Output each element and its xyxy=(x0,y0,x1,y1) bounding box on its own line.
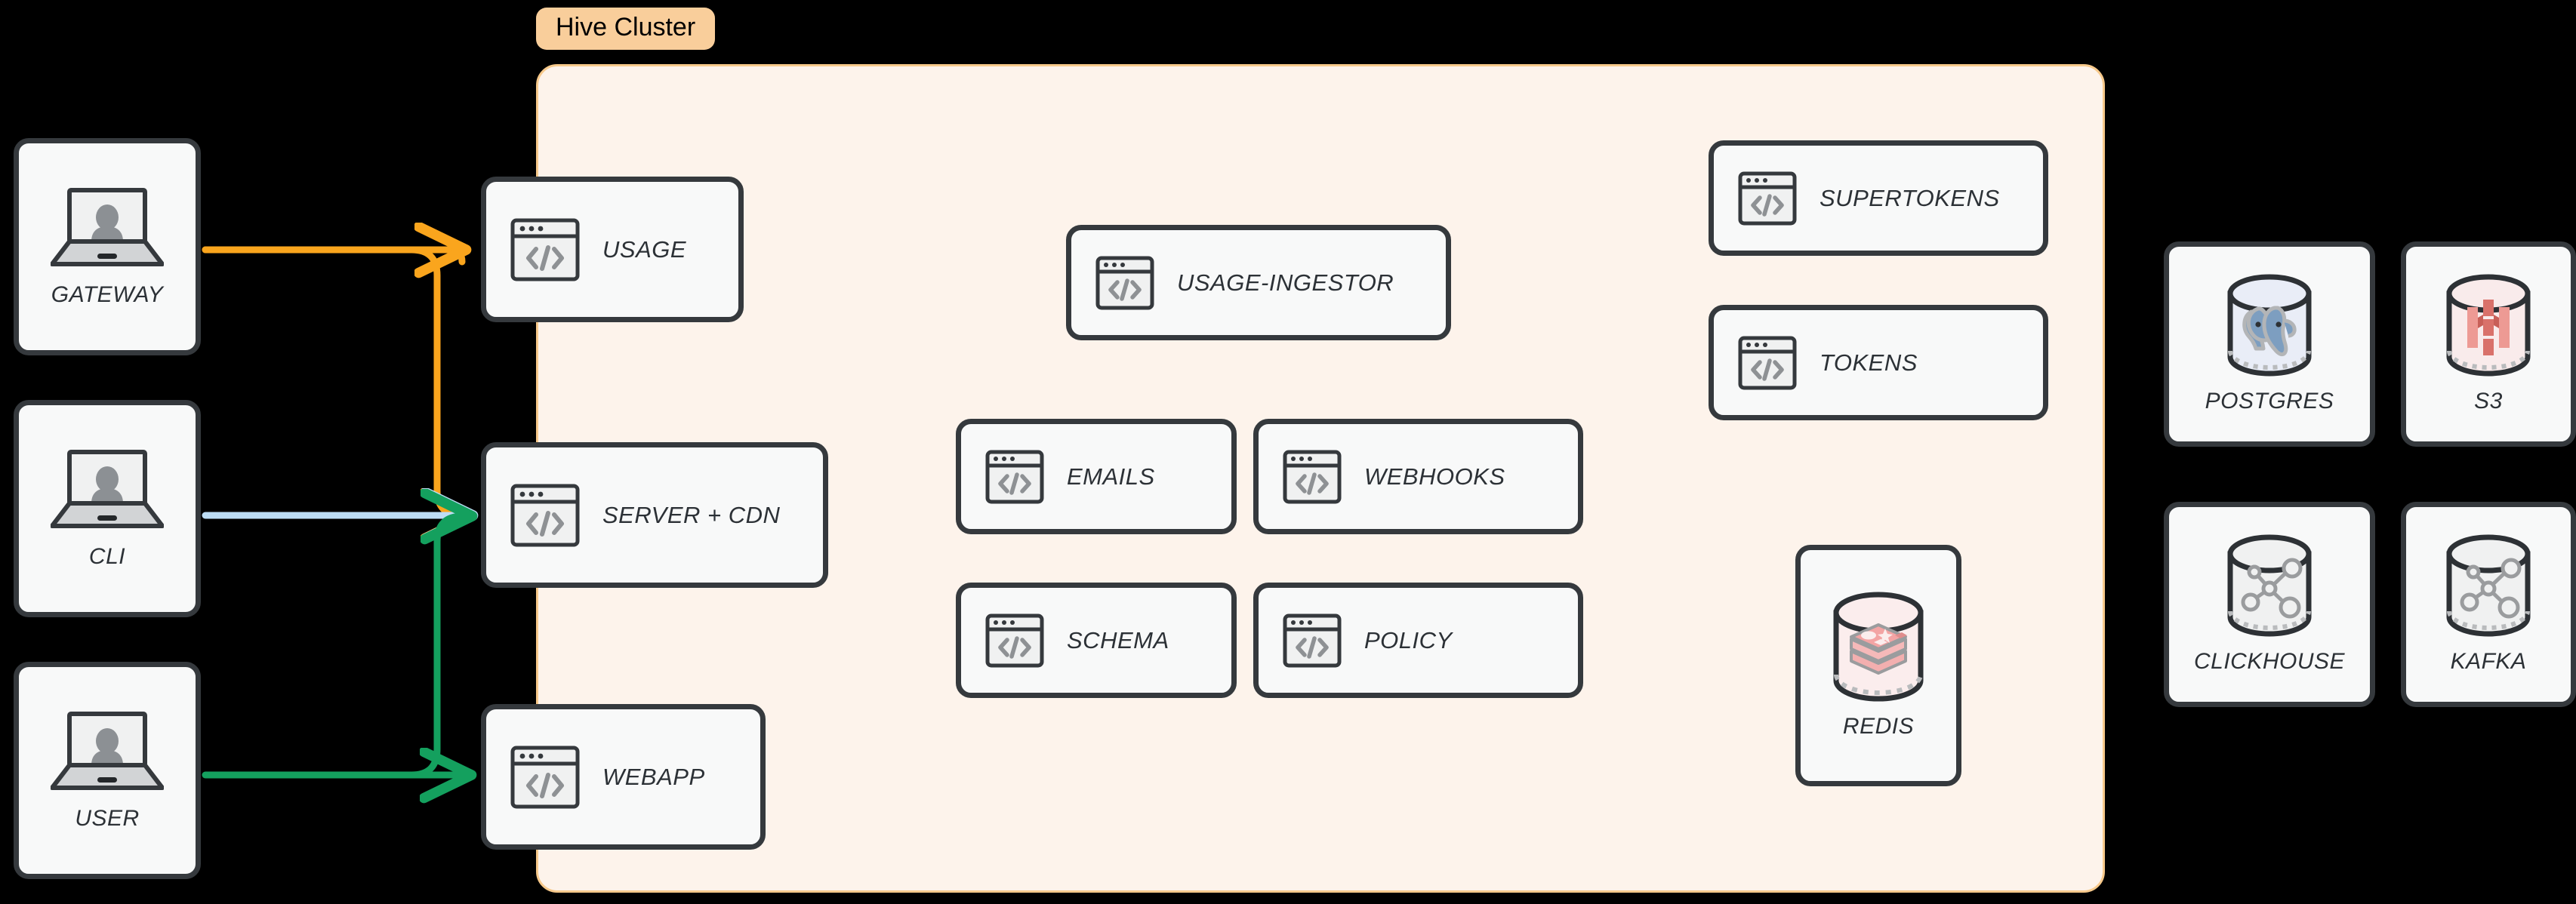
node-usage-ingestor-label: USAGE-INGESTOR xyxy=(1177,269,1394,296)
gateway-to-server-cdn-edge xyxy=(408,246,463,515)
node-usage[interactable]: USAGE xyxy=(481,177,744,322)
code-window-icon xyxy=(510,484,580,547)
node-redis-label: REDIS xyxy=(1842,714,1915,739)
user-to-server-cdn-edge xyxy=(408,516,463,779)
code-window-icon xyxy=(510,218,580,281)
node-user-label: USER xyxy=(75,806,140,831)
node-kafka[interactable]: KAFKA xyxy=(2401,502,2576,707)
node-s3-label: S3 xyxy=(2474,389,2503,414)
laptop-user-icon xyxy=(50,447,165,532)
code-window-icon xyxy=(1095,256,1154,310)
node-postgres-label: POSTGRES xyxy=(2205,389,2334,414)
network-database-icon xyxy=(2220,534,2319,637)
node-cli[interactable]: CLI xyxy=(14,400,201,617)
node-policy-label: POLICY xyxy=(1364,626,1453,653)
node-clickhouse-label: CLICKHOUSE xyxy=(2193,649,2346,674)
node-postgres[interactable]: POSTGRES xyxy=(2164,241,2375,447)
gateway-to-usage-edge xyxy=(202,250,462,262)
node-supertokens-label: SUPERTOKENS xyxy=(1820,184,2000,211)
code-window-icon xyxy=(1283,613,1342,668)
node-schema[interactable]: SCHEMA xyxy=(956,583,1237,698)
node-server-cdn-label: SERVER + CDN xyxy=(602,501,781,528)
node-tokens[interactable]: TOKENS xyxy=(1709,305,2048,420)
node-policy[interactable]: POLICY xyxy=(1253,583,1583,698)
node-redis[interactable]: REDIS xyxy=(1795,545,1961,786)
hive-cluster-tag: Hive Cluster xyxy=(536,8,716,50)
node-webapp-label: WEBAPP xyxy=(602,763,705,790)
redis-database-icon xyxy=(1826,592,1931,702)
node-clickhouse[interactable]: CLICKHOUSE xyxy=(2164,502,2375,707)
postgres-database-icon xyxy=(2220,274,2319,377)
node-emails-label: EMAILS xyxy=(1067,463,1155,490)
node-user[interactable]: USER xyxy=(14,662,201,879)
node-tokens-label: TOKENS xyxy=(1820,349,1918,376)
code-window-icon xyxy=(985,613,1044,668)
node-gateway[interactable]: GATEWAY xyxy=(14,138,201,355)
node-schema-label: SCHEMA xyxy=(1067,626,1169,653)
node-s3[interactable]: S3 xyxy=(2401,241,2576,447)
node-gateway-label: GATEWAY xyxy=(51,282,164,307)
node-kafka-label: KAFKA xyxy=(2450,649,2527,674)
network-database-icon xyxy=(2439,534,2537,637)
node-emails[interactable]: EMAILS xyxy=(956,419,1237,534)
node-webapp[interactable]: WEBAPP xyxy=(481,704,766,850)
code-window-icon xyxy=(1738,336,1797,390)
code-window-icon xyxy=(510,746,580,809)
code-window-icon xyxy=(1283,450,1342,504)
node-server-cdn[interactable]: SERVER + CDN xyxy=(481,442,828,588)
s3-database-icon xyxy=(2439,274,2537,377)
node-webhooks[interactable]: WEBHOOKS xyxy=(1253,419,1583,534)
node-usage-ingestor[interactable]: USAGE-INGESTOR xyxy=(1066,225,1451,340)
node-cli-label: CLI xyxy=(88,544,126,569)
node-supertokens[interactable]: SUPERTOKENS xyxy=(1709,140,2048,256)
code-window-icon xyxy=(985,450,1044,504)
laptop-user-icon xyxy=(50,709,165,794)
code-window-icon xyxy=(1738,171,1797,226)
node-webhooks-label: WEBHOOKS xyxy=(1364,463,1505,490)
laptop-user-icon xyxy=(50,186,165,270)
node-usage-label: USAGE xyxy=(602,235,687,263)
